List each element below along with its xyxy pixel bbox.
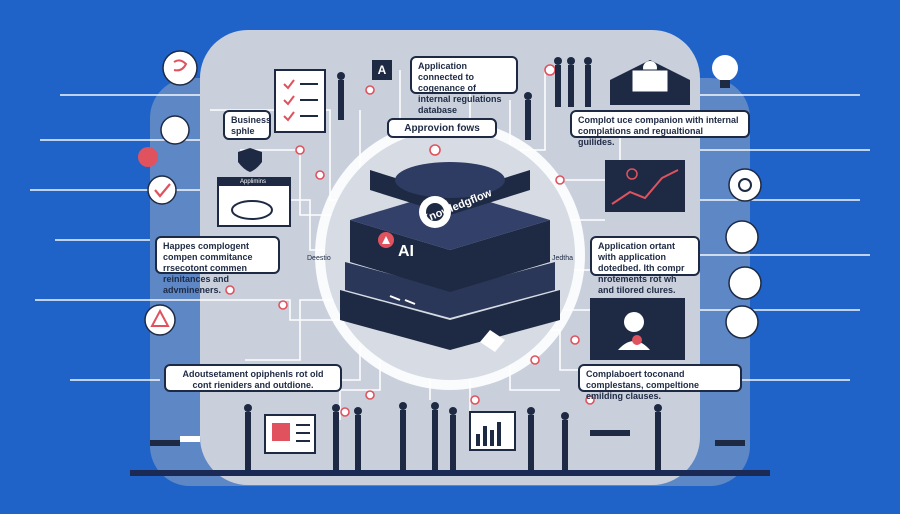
- right-tag: Jedtha: [552, 255, 574, 262]
- ai-server: [340, 162, 560, 352]
- callout-business: Business sphle: [223, 110, 271, 140]
- callout-approval: Approvion fows: [387, 118, 497, 138]
- cloud-icon: [217, 177, 291, 227]
- callout-happes: Happes complogent compen commitance rrse…: [155, 236, 280, 295]
- envelope-icon: [610, 60, 690, 105]
- callout-adversement: Adoutsetament opiphenls rot old cont rie…: [164, 364, 342, 392]
- right-icons: [712, 55, 762, 339]
- left-icons: [138, 50, 198, 336]
- callout-application-right: Application ortant with application dote…: [590, 236, 700, 295]
- people-bottom: [150, 402, 745, 470]
- bar-chart-icon: [469, 411, 516, 451]
- server-brand: AI: [398, 243, 414, 260]
- callout-application: Application connected to cogenance of in…: [410, 56, 518, 115]
- user-icon: [590, 298, 685, 360]
- chart-icon: [605, 160, 685, 212]
- callout-complot: Complot uce companion with internal comp…: [570, 110, 750, 147]
- a-badge: A: [372, 60, 392, 80]
- doc-title: Applimins: [240, 179, 267, 185]
- people-top: [337, 57, 592, 140]
- shield-icon: [238, 148, 262, 172]
- document-icon: [264, 69, 326, 454]
- left-tag: Deestio: [307, 255, 331, 262]
- ground-line: [130, 470, 770, 476]
- callout-complaint: Complaboert toconand complestans, compel…: [578, 364, 742, 401]
